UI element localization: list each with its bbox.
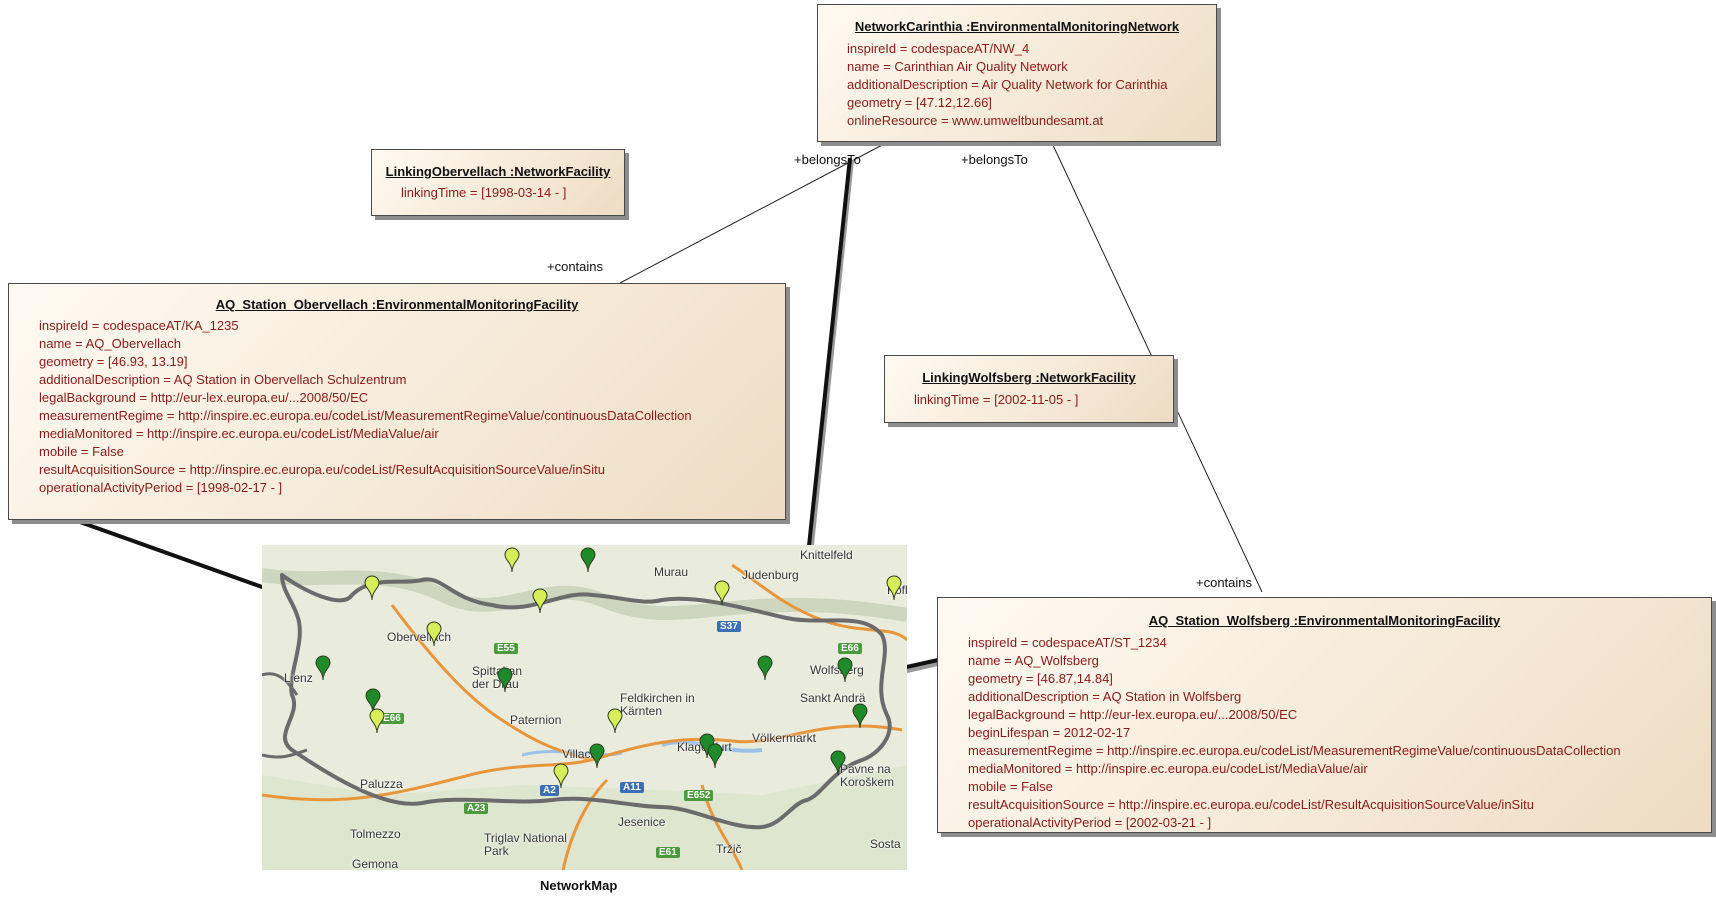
station-marker-icon[interactable] [504,547,520,573]
road-shield: E66 [838,643,862,654]
contains-link-obervellach [619,142,887,284]
attribute: geometry = [47.12,12.66] [847,95,992,110]
object-title: NetworkCarinthia :EnvironmentalMonitorin… [854,19,1180,34]
station-marker-icon[interactable] [757,655,773,681]
town-label: Triglav National Park [484,831,567,858]
station-marker-icon[interactable] [364,575,380,601]
role-label-belongs-to: +belongsTo [961,152,1028,167]
attribute: geometry = [46.87,14.84] [968,671,1113,686]
aq-station-wolfsberg-object[interactable]: AQ_Station_Wolfsberg :EnvironmentalMonit… [937,597,1712,833]
road-shield: A2 [540,785,559,796]
road-shield: E61 [656,847,680,858]
town-label: Murau [654,565,689,579]
station-marker-icon[interactable] [837,657,853,683]
road-shield: E66 [380,713,404,724]
belongs-to-arrow [800,157,852,613]
station-marker-icon[interactable] [707,743,723,769]
road-shield: E652 [684,790,714,801]
town-label: Völkermarkt [752,731,817,745]
attribute: measurementRegime = http://inspire.ec.eu… [39,408,692,423]
attribute-list: inspireId = codespaceAT/NW_4 name = Cari… [847,40,1216,130]
station-marker-icon[interactable] [553,763,569,789]
role-label-belongs-to: +belongsTo [794,152,861,167]
attribute: mobile = False [39,444,124,459]
station-marker-icon[interactable] [426,621,442,647]
belongs-to-shadow [803,159,854,613]
aq-station-obervellach-object[interactable]: AQ_Station_Obervellach :EnvironmentalMon… [8,283,786,520]
road-shield: S37 [717,621,741,632]
network-map[interactable]: Murau Judenburg Knittelfeld Obervellach … [262,545,907,870]
attribute: resultAcquisitionSource = http://inspire… [968,797,1534,812]
attribute: mediaMonitored = http://inspire.ec.europ… [39,426,439,441]
town-label: Pavne na Koroškem [840,762,895,789]
station-marker-icon[interactable] [369,708,385,734]
attribute: geometry = [46.93, 13.19] [39,354,188,369]
station-marker-icon[interactable] [699,733,715,759]
attribute: additionalDescription = AQ Station in Ob… [39,372,407,387]
town-label: Jesenice [618,815,666,829]
attribute: measurementRegime = http://inspire.ec.eu… [968,743,1621,758]
town-label: Tolmezzo [350,827,401,841]
attribute: inspireId = codespaceAT/NW_4 [847,41,1030,56]
network-carinthia-object[interactable]: NetworkCarinthia :EnvironmentalMonitorin… [817,4,1217,142]
town-label: Tržič [716,842,742,856]
town-label: Paluzza [360,777,403,791]
attribute: legalBackground = http://eur-lex.europa.… [39,390,369,405]
attribute: legalBackground = http://eur-lex.europa.… [968,707,1298,722]
attribute: mobile = False [968,779,1053,794]
town-label: Villach [562,747,598,761]
attribute: linkingTime = [2002-11-05 - ] [914,392,1079,407]
road-shield: A11 [620,782,644,793]
attribute-list: linkingTime = [2002-11-05 - ] [914,391,1173,409]
station-marker-icon[interactable] [315,655,331,681]
attribute: linkingTime = [1998-03-14 - ] [401,185,567,200]
object-title: LinkingWolfsberg :NetworkFacility [922,370,1136,385]
object-title: LinkingObervellach :NetworkFacility [385,164,611,179]
station-marker-icon[interactable] [852,703,868,729]
station-marker-icon[interactable] [532,588,548,614]
town-label: Feldkirchen in Kärnten [620,691,695,718]
attribute: name = AQ_Wolfsberg [968,653,1099,668]
town-label: Gemona [352,857,399,870]
station-marker-icon[interactable] [580,547,596,573]
town-label: Paternion [510,713,562,727]
map-background [262,545,907,870]
attribute-list: linkingTime = [1998-03-14 - ] [401,184,624,202]
attribute: additionalDescription = Air Quality Netw… [847,77,1168,92]
attribute: name = AQ_Obervellach [39,336,181,351]
attribute: operationalActivityPeriod = [2002-03-21 … [968,815,1212,830]
station-marker-icon[interactable] [589,743,605,769]
object-title: AQ_Station_Wolfsberg :EnvironmentalMonit… [1148,613,1501,628]
attribute-list: inspireId = codespaceAT/KA_1235 name = A… [39,317,785,497]
attribute: inspireId = codespaceAT/ST_1234 [968,635,1167,650]
attribute: mediaMonitored = http://inspire.ec.europ… [968,761,1368,776]
linking-obervellach-object[interactable]: LinkingObervellach :NetworkFacility link… [371,149,625,216]
attribute: name = Carinthian Air Quality Network [847,59,1068,74]
attribute: inspireId = codespaceAT/KA_1235 [39,318,239,333]
road-shield: E55 [494,643,518,654]
town-label: Sosta [870,837,901,851]
map-caption: NetworkMap [540,878,618,893]
station-marker-icon[interactable] [886,575,902,601]
attribute: operationalActivityPeriod = [1998-02-17 … [39,480,283,495]
role-label-contains: +contains [1196,575,1253,590]
road-shield: A23 [464,803,489,814]
town-label: Judenburg [742,568,799,582]
attribute-list: inspireId = codespaceAT/ST_1234 name = A… [968,634,1711,832]
town-label: Sankt Andrä [800,691,866,705]
attribute: beginLifespan = 2012-02-17 [968,725,1131,740]
town-label: Knittelfeld [800,548,853,562]
attribute: resultAcquisitionSource = http://inspire… [39,462,605,477]
linking-wolfsberg-object[interactable]: LinkingWolfsberg :NetworkFacility linkin… [884,355,1174,423]
station-marker-icon[interactable] [607,708,623,734]
attribute: onlineResource = www.umweltbundesamt.at [847,113,1104,128]
attribute: additionalDescription = AQ Station in Wo… [968,689,1242,704]
station-marker-icon[interactable] [830,750,846,776]
station-marker-icon[interactable] [714,580,730,606]
town-label: Lienz [284,671,313,685]
station-marker-icon[interactable] [497,667,513,693]
object-title: AQ_Station_Obervellach :EnvironmentalMon… [215,297,579,312]
role-label-contains: +contains [547,259,604,274]
